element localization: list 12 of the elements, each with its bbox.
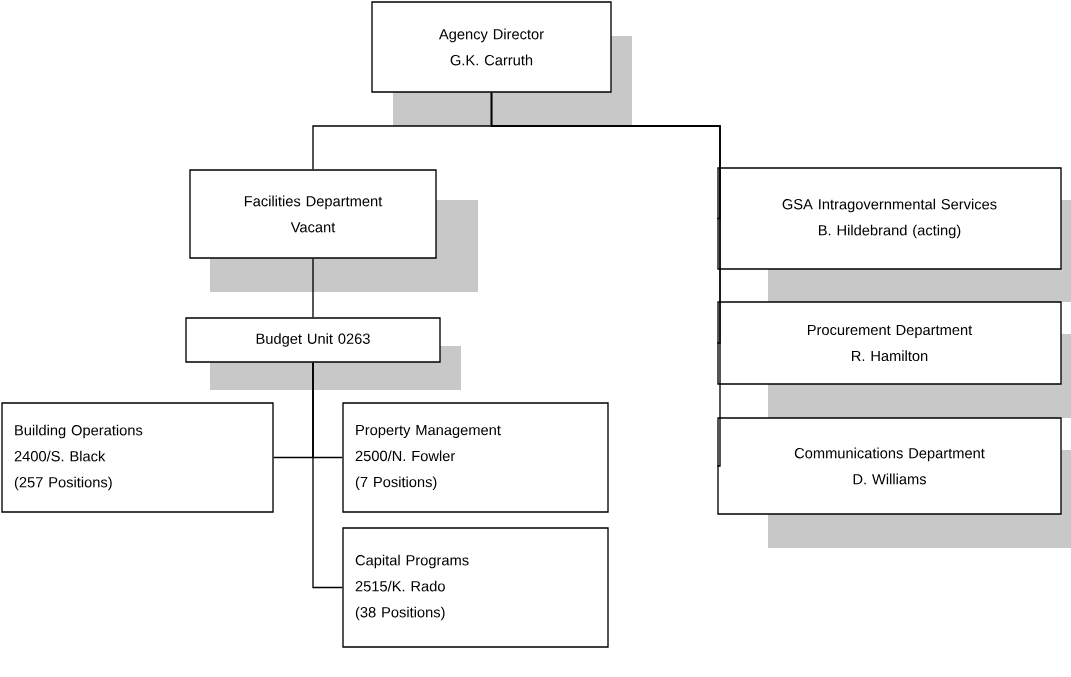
org-box: Communications Department D. Williams [717, 417, 1071, 548]
org-box: GSA Intragovernmental Services B. Hildebrand (acting) [717, 167, 1071, 302]
org-box: Building Operations 2400/S. Black (257 Positions) [1, 402, 274, 513]
org-box: Property Management 2500/N. Fowler (7 Positions) [342, 402, 609, 513]
org-box: Agency Director G.K. Carruth [371, 1, 632, 126]
org-box: Capital Programs 2515/K. Rado (38 Positions) [342, 527, 609, 648]
org-box: Procurement Department R. Hamilton [717, 301, 1071, 418]
org-box: Budget Unit 0263 [185, 317, 461, 390]
connector-line [312, 362, 343, 589]
connector-line [490, 92, 721, 467]
connector-line [312, 258, 314, 318]
org-box: Facilities Department Vacant [189, 169, 478, 292]
